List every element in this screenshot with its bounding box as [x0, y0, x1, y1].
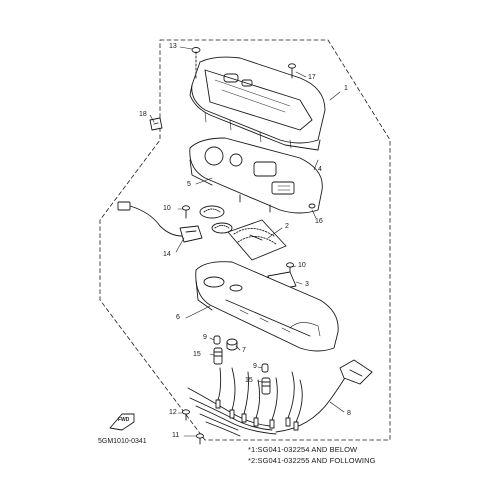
grommet-part-7	[226, 338, 238, 351]
callout-14: 14	[163, 251, 171, 258]
screw-part-10-lower	[286, 262, 294, 275]
screw-part-10-upper	[182, 205, 190, 219]
leader-lines	[149, 46, 345, 437]
sensor-lead-part-14	[117, 201, 203, 243]
callout-8: 8	[347, 410, 351, 417]
dial-plate-part-2	[199, 205, 287, 261]
callout-15-right: 15	[245, 377, 253, 384]
wire-harness-part-8	[187, 359, 373, 437]
callout-6: 6	[176, 314, 180, 321]
meter-case-part-6	[195, 261, 339, 352]
callout-2: 2	[285, 223, 289, 230]
meter-cover-part-4	[189, 56, 326, 151]
meter-panel-part-5	[189, 137, 323, 214]
callout-16: 16	[315, 218, 323, 225]
callout-13: 13	[169, 43, 177, 50]
callout-17: 17	[308, 74, 316, 81]
screw-part-17	[288, 63, 296, 79]
screw-part-13	[191, 47, 201, 81]
callout-1: 1	[344, 85, 348, 92]
bulb-socket-part-15-left	[213, 347, 223, 365]
callout-15-left: 15	[193, 351, 201, 358]
bulb-socket-part-15-right	[261, 377, 271, 395]
callout-10-lower: 10	[298, 262, 306, 269]
callout-12: 12	[169, 409, 177, 416]
callout-5: 5	[187, 181, 191, 188]
callout-10-upper: 10	[163, 205, 171, 212]
footnote-2: *2:SG041-032255 AND FOLLOWING	[248, 456, 376, 465]
callout-7: 7	[242, 347, 246, 354]
callout-4: 4	[318, 166, 322, 173]
clip-part-18	[149, 117, 163, 131]
callout-11: 11	[172, 432, 180, 439]
bulb-socket-part-9-left	[213, 335, 221, 345]
callout-18: 18	[139, 111, 147, 118]
footnote-1: *1:SG041-032254 AND BELOW	[248, 445, 358, 454]
fwd-label: FWD	[118, 417, 130, 423]
callout-3: 3	[305, 281, 309, 288]
screw-part-12	[182, 409, 190, 421]
assembly-boundary	[99, 39, 391, 441]
callout-9-left: 9	[203, 334, 207, 341]
screw-part-11	[196, 433, 204, 445]
bulb-socket-part-9-right	[261, 363, 269, 373]
diagram-code: 5GM1010-0341	[98, 438, 147, 445]
callout-9-right: 9	[253, 363, 257, 370]
fwd-arrow-icon	[109, 413, 135, 431]
